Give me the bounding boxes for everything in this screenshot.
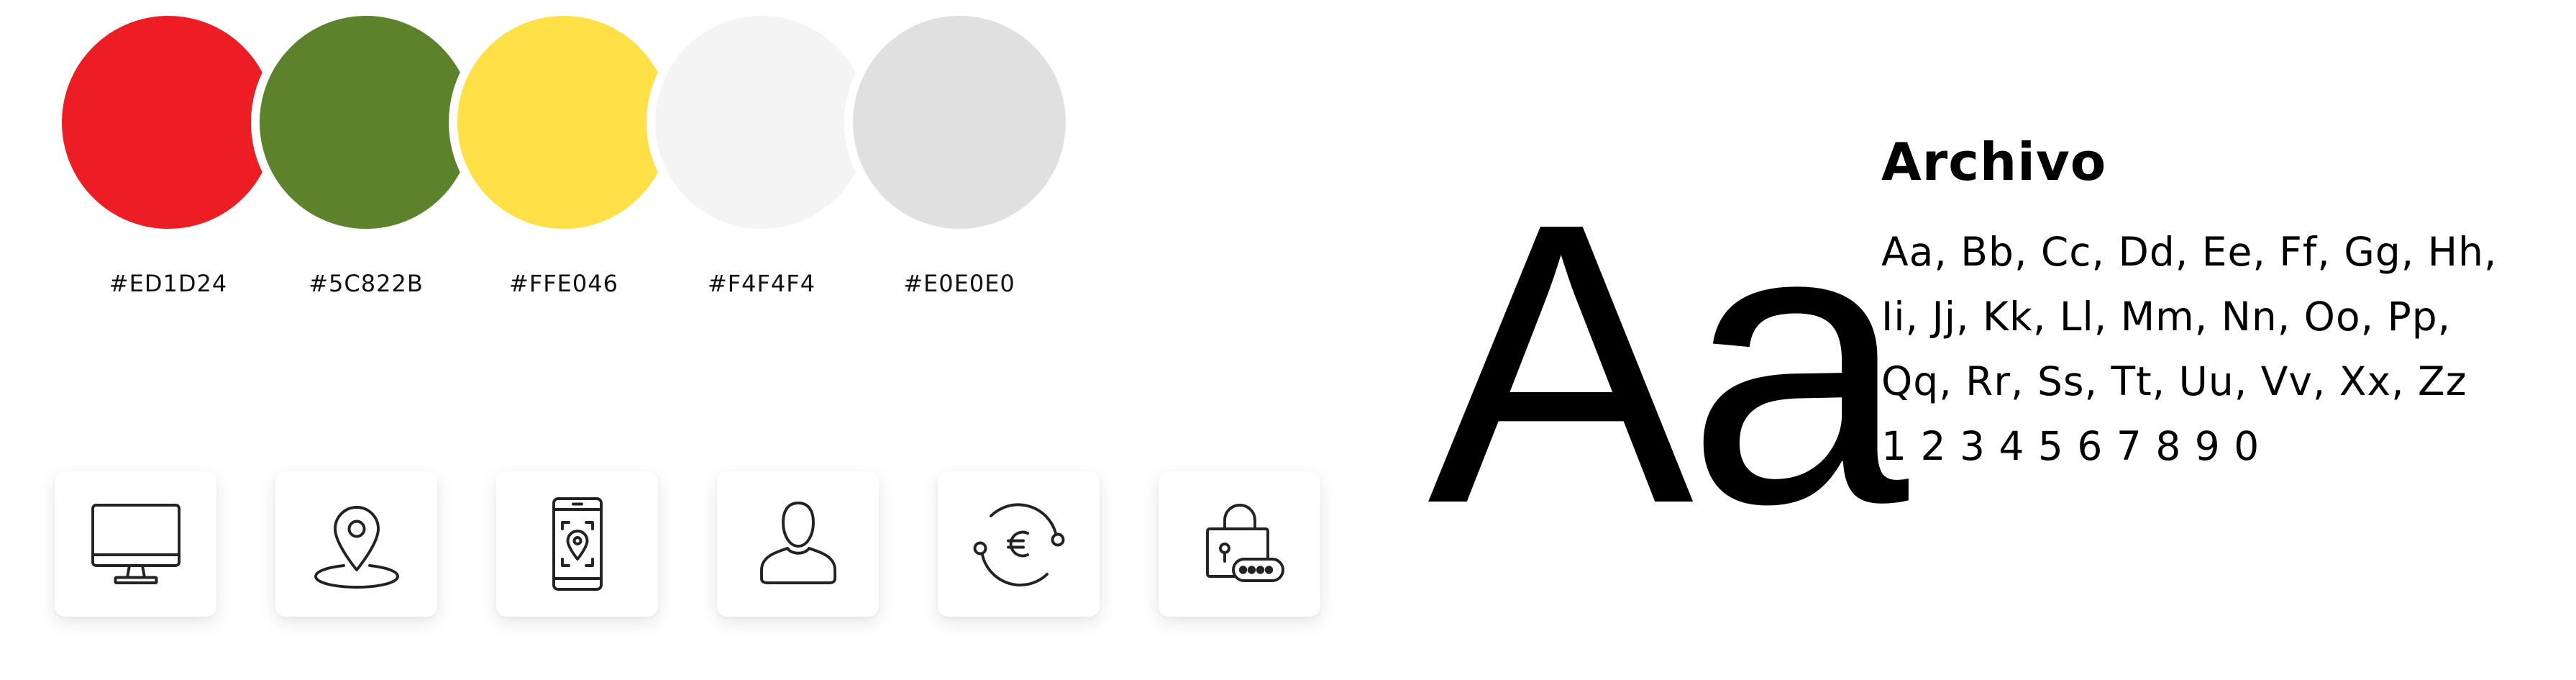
- swatch-label: #FFE046: [509, 270, 618, 297]
- monitor-icon: [91, 504, 181, 584]
- swatch-label: #ED1D24: [109, 270, 228, 297]
- swatch-yellow: [449, 7, 679, 237]
- glyph-line: Aa, Bb, Cc, Dd, Ee, Ff, Gg, Hh,: [1881, 229, 2498, 275]
- mobile-location-icon: [552, 497, 603, 591]
- icon-card-lock: [1159, 471, 1320, 617]
- swatch-label: #F4F4F4: [707, 270, 816, 297]
- icon-card-monitor: [55, 471, 216, 617]
- location-pin-icon: [314, 506, 399, 589]
- font-sample: Aa: [1428, 140, 1909, 586]
- lock-password-icon: [1205, 504, 1284, 582]
- font-name: Archivo: [1881, 132, 2107, 192]
- swatch-label: #5C822B: [309, 270, 424, 297]
- glyph-line: Ii, Jj, Kk, Ll, Mm, Nn, Oo, Pp,: [1881, 294, 2452, 340]
- icon-card-euro: [938, 471, 1100, 617]
- icon-card-user: [717, 471, 879, 617]
- swatch-red: [53, 7, 283, 237]
- icon-card-location: [275, 471, 437, 617]
- icon-card-mobile: [496, 471, 658, 617]
- glyph-line: Qq, Rr, Ss, Tt, Uu, Vv, Xx, Zz: [1881, 358, 2467, 404]
- euro-exchange-icon: [973, 503, 1064, 586]
- glyph-line: 1 2 3 4 5 6 7 8 9 0: [1881, 423, 2260, 469]
- swatch-light-gray: [647, 7, 877, 237]
- swatch-label: #E0E0E0: [903, 270, 1015, 297]
- user-icon: [759, 502, 836, 584]
- swatch-green: [251, 7, 481, 237]
- swatch-gray: [844, 7, 1074, 237]
